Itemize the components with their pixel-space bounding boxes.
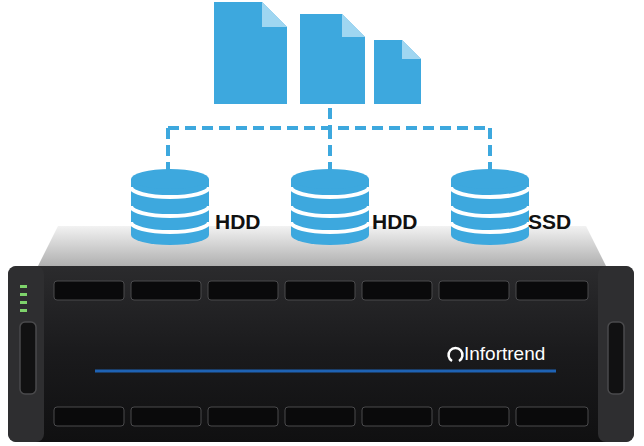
cylinder-band [131,206,209,216]
vent-slot [439,407,509,426]
drive-type-label: HDD [215,210,261,233]
vent-slot [516,281,588,300]
vent-slot [362,407,432,426]
brand-logo-text: Infortrend [464,344,545,365]
database-cylinder [290,168,370,248]
vent-slot [285,281,355,300]
document-icon [214,2,287,104]
cylinder-band [291,206,369,216]
cylinder-band [451,222,529,232]
storage-chassis [8,226,634,442]
logo-mark [449,348,463,361]
cylinder-band [291,222,369,232]
vent-slot [131,407,201,426]
blue-stripe [95,370,556,373]
database-node: HDD [130,168,263,248]
handle-slot [20,322,36,394]
cylinder-band [451,187,529,197]
vent-slot [208,281,278,300]
led [20,285,27,288]
vent-slot [516,407,588,426]
cylinder-band [291,187,369,197]
drive-type-label: SSD [528,210,571,233]
cylinder-top [131,169,209,189]
database-node: HDD [290,168,420,248]
vent-slot [54,407,124,426]
vent-slots [54,281,588,426]
dashed-lines [168,108,490,178]
cylinder-top [291,169,369,189]
vent-slot [54,281,124,300]
led [20,293,27,296]
document-icon [374,40,421,104]
document-fold [342,14,365,37]
chassis-ear [598,266,634,442]
document-fold [262,2,287,27]
vent-slot [131,281,201,300]
database-cylinder [130,168,210,248]
document-icons [214,2,421,104]
status-leds [20,285,27,312]
database-node: SSD [450,168,574,248]
handle-slot [608,322,624,394]
database-cylinder [450,168,530,248]
document-fold [402,40,421,59]
led [20,301,27,304]
cylinder-band [131,222,209,232]
document-icon [300,14,365,104]
vent-slot [285,407,355,426]
cylinder-band [131,187,209,197]
cylinder-band [451,206,529,216]
vent-slot [208,407,278,426]
led [20,309,27,312]
vent-slot [439,281,509,300]
chassis-ear [8,266,44,442]
dashed-line [328,108,332,128]
vent-slot [362,281,432,300]
drive-type-label: HDD [372,210,418,233]
cylinder-top [451,169,529,189]
chassis-front [8,266,634,442]
